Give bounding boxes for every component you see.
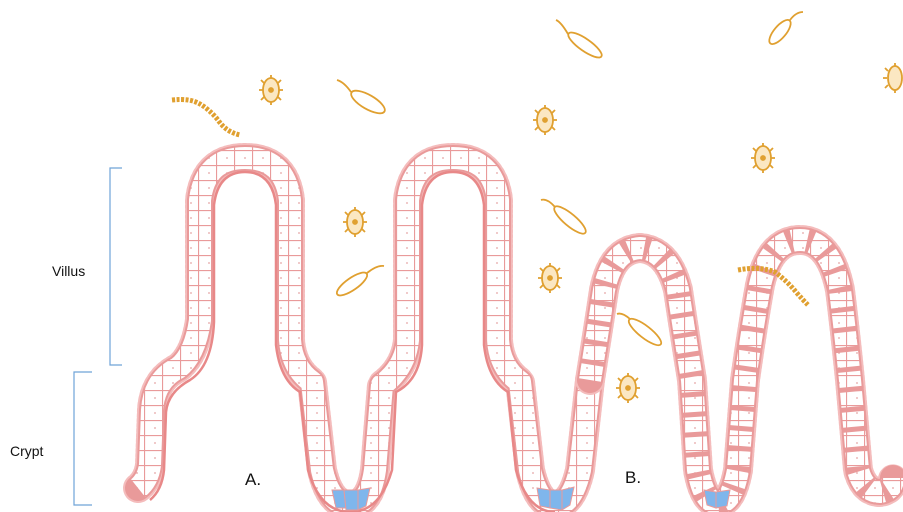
- panel-b-epithelium: [590, 240, 893, 503]
- villus-label: Villus: [52, 263, 85, 279]
- flagellated-rod-bacterium-icon: [334, 266, 384, 299]
- flagellated-rod-bacterium-icon: [556, 20, 605, 61]
- spiky-bacterium-icon: [751, 143, 775, 173]
- panel-a-epithelium: [138, 158, 590, 512]
- spiky-bacterium-icon: [616, 373, 640, 403]
- stem-cell: [344, 490, 358, 510]
- panel-a-label: A.: [245, 470, 261, 490]
- flagellated-rod-bacterium-icon: [541, 200, 589, 238]
- crypt-label: Crypt: [10, 443, 43, 459]
- spiky-bacterium-icon: [259, 75, 283, 105]
- flagellated-rod-bacterium-icon: [617, 314, 664, 349]
- spiky-bacterium-icon: [343, 207, 367, 237]
- spiky-bacterium-icon: [538, 263, 562, 293]
- stem-cell: [550, 490, 562, 510]
- spiky-bacterium-icon: [533, 105, 557, 135]
- panel-b-label: B.: [625, 468, 641, 488]
- flagellated-rod-bacterium-icon: [337, 80, 388, 118]
- crypt-bracket: [74, 372, 92, 505]
- flagellated-rod-bacterium-icon: [766, 12, 803, 47]
- panel-b-stem-cells: [704, 490, 730, 508]
- spiky-bacterium-icon: [883, 63, 902, 93]
- chain-bacterium-icon: [172, 100, 240, 136]
- villus-bracket: [110, 168, 122, 365]
